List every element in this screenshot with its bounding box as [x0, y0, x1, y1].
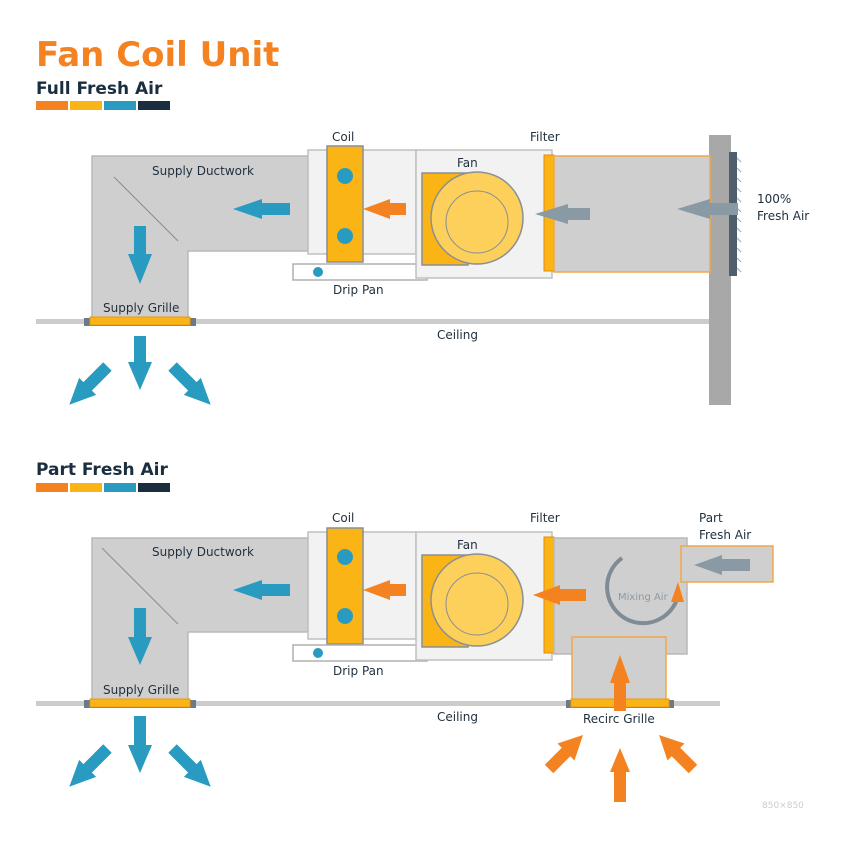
ceiling-line — [36, 319, 714, 324]
part-fresh-air-label-line1: Part — [699, 511, 723, 525]
airflow-arrow-blue — [69, 580, 290, 787]
supply-ductwork — [91, 155, 309, 323]
mixing-swirl — [605, 556, 680, 626]
airflow-arrow-grey — [535, 199, 738, 224]
drip-pan-label: Drip Pan — [333, 283, 384, 297]
supply-grille-label: Supply Grille — [103, 301, 179, 315]
coil-label: Coil — [332, 511, 354, 525]
diagram-full-fresh-air: Supply Ductwork Supply Grille Coil Drip … — [36, 130, 809, 405]
drip-pan-drain — [313, 267, 323, 277]
fan-label: Fan — [457, 538, 478, 552]
coil-pipe — [337, 228, 353, 244]
mixing-air-label: Mixing Air — [618, 592, 669, 603]
duct-turning-vane — [101, 547, 179, 625]
airflow-arrow-blue — [69, 199, 290, 405]
supply-ductwork-label: Supply Ductwork — [152, 164, 254, 178]
section-title-part-fresh-air: Part Fresh Air — [36, 460, 168, 480]
coil — [326, 527, 364, 645]
fresh-air-label-line1: 100% — [757, 192, 791, 206]
fan-label: Fan — [457, 156, 478, 170]
filter-label: Filter — [530, 511, 560, 525]
ceiling-line — [36, 701, 720, 706]
watermark: 850×850 — [762, 801, 804, 811]
color-bar-top — [36, 101, 170, 110]
duct-turning-vane — [113, 176, 179, 242]
fan-hub — [445, 572, 509, 636]
supply-ductwork — [91, 537, 309, 705]
filter-label: Filter — [530, 130, 560, 144]
coil-pipe — [337, 549, 353, 565]
coil-pipe — [337, 608, 353, 624]
fan-hub — [445, 190, 509, 254]
recirc-grille-label: Recirc Grille — [583, 712, 655, 726]
color-bar-bottom — [36, 483, 170, 492]
ceiling-label: Ceiling — [437, 328, 478, 342]
coil-label: Coil — [332, 130, 354, 144]
part-fresh-air-label-line2: Fresh Air — [699, 528, 751, 542]
exterior-wall — [709, 135, 731, 405]
supply-grille-label: Supply Grille — [103, 683, 179, 697]
coil — [326, 145, 364, 263]
supply-ductwork-label: Supply Ductwork — [152, 545, 254, 559]
coil-pipe — [337, 168, 353, 184]
airflow-arrow-orange — [363, 199, 406, 219]
fresh-air-label-line2: Fresh Air — [757, 209, 809, 223]
mixing-swirl-arrowhead — [671, 582, 684, 602]
drip-pan-label: Drip Pan — [333, 664, 384, 678]
ceiling-label: Ceiling — [437, 710, 478, 724]
diagram-part-fresh-air: Supply Ductwork Supply Grille Coil Drip … — [36, 511, 774, 802]
drip-pan-drain — [313, 648, 323, 658]
airflow-arrow-grey — [694, 555, 750, 575]
page-subtitle: Full Fresh Air — [36, 79, 163, 99]
page-title: Fan Coil Unit — [36, 35, 279, 75]
